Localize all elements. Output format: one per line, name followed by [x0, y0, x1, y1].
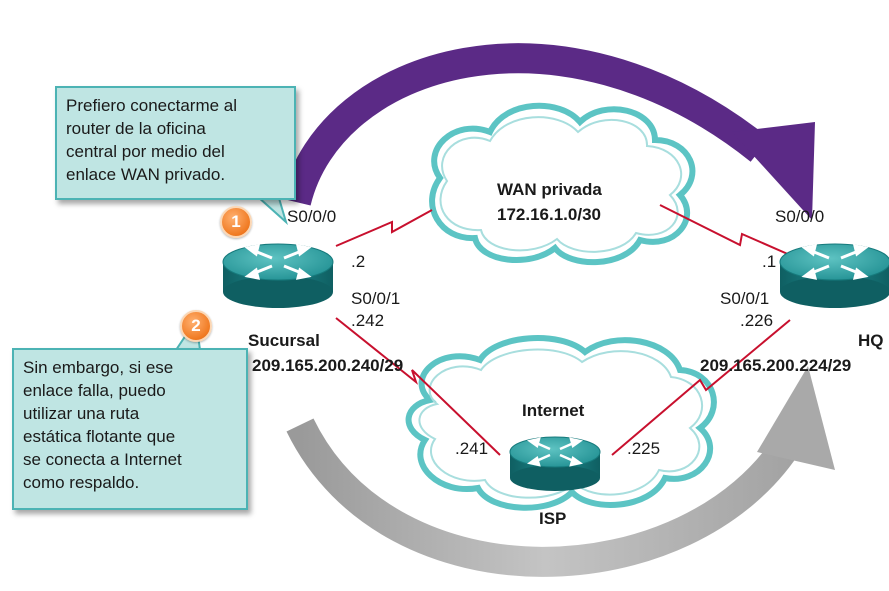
- callout-1-line: enlace WAN privado.: [66, 165, 226, 184]
- router-hq: [779, 243, 889, 308]
- hq-network: 209.165.200.224/29: [700, 356, 852, 375]
- sucursal-s001-ip: .242: [351, 311, 385, 330]
- hq-s001-ip: .226: [740, 311, 774, 330]
- backup-path-arrow: [286, 366, 835, 577]
- router-isp: [509, 436, 601, 491]
- isp-right-ip: .225: [627, 439, 661, 458]
- callout-2-line: como respaldo.: [23, 473, 140, 492]
- isp-left-ip: .241: [455, 439, 489, 458]
- sucursal-s001-label: S0/0/1: [351, 289, 401, 308]
- link-wan-hq: [659, 204, 791, 256]
- callout-2-line: Sin embargo, si ese: [23, 358, 174, 377]
- callout-2-line: estática flotante que: [23, 427, 176, 446]
- callout-1-line: router de la oficina: [66, 119, 206, 138]
- sucursal-s000-label: S0/0/0: [287, 207, 337, 226]
- callout-1-line: Prefiero conectarme al: [66, 96, 238, 115]
- callout-2-line: se conecta a Internet: [23, 450, 182, 469]
- internet-cloud: [405, 335, 717, 511]
- callout-primary-route: Prefiero conectarme al router de la ofic…: [55, 86, 296, 200]
- callout-2-line: enlace falla, puedo: [23, 381, 166, 400]
- hq-s000-ip: .1: [762, 252, 777, 271]
- hq-name: HQ: [858, 331, 884, 350]
- hq-s001-label: S0/0/1: [720, 289, 770, 308]
- router-sucursal: [222, 243, 334, 308]
- link-sucursal-wan: [335, 209, 433, 247]
- link-sucursal-isp: [335, 317, 501, 456]
- wan-cloud: [429, 102, 696, 266]
- serial-links: [335, 204, 791, 456]
- step-badge-1[interactable]: 1: [220, 206, 252, 238]
- sucursal-name: Sucursal: [248, 331, 320, 350]
- callout-2-line: utilizar una ruta: [23, 404, 140, 423]
- callout-1-line: central por medio del: [66, 142, 225, 161]
- sucursal-network: 209.165.200.240/29: [252, 356, 404, 375]
- callout-backup-route: Sin embargo, si ese enlace falla, puedo …: [12, 348, 248, 510]
- step-badge-2[interactable]: 2: [180, 310, 212, 342]
- hq-s000-label: S0/0/0: [775, 207, 825, 226]
- internet-label: Internet: [522, 401, 585, 420]
- sucursal-s000-ip: .2: [351, 252, 366, 271]
- wan-title: WAN privada: [497, 180, 602, 199]
- isp-name: ISP: [539, 509, 567, 528]
- primary-path-arrow: [281, 43, 815, 220]
- wan-network: 172.16.1.0/30: [497, 205, 601, 224]
- link-isp-hq: [611, 319, 791, 456]
